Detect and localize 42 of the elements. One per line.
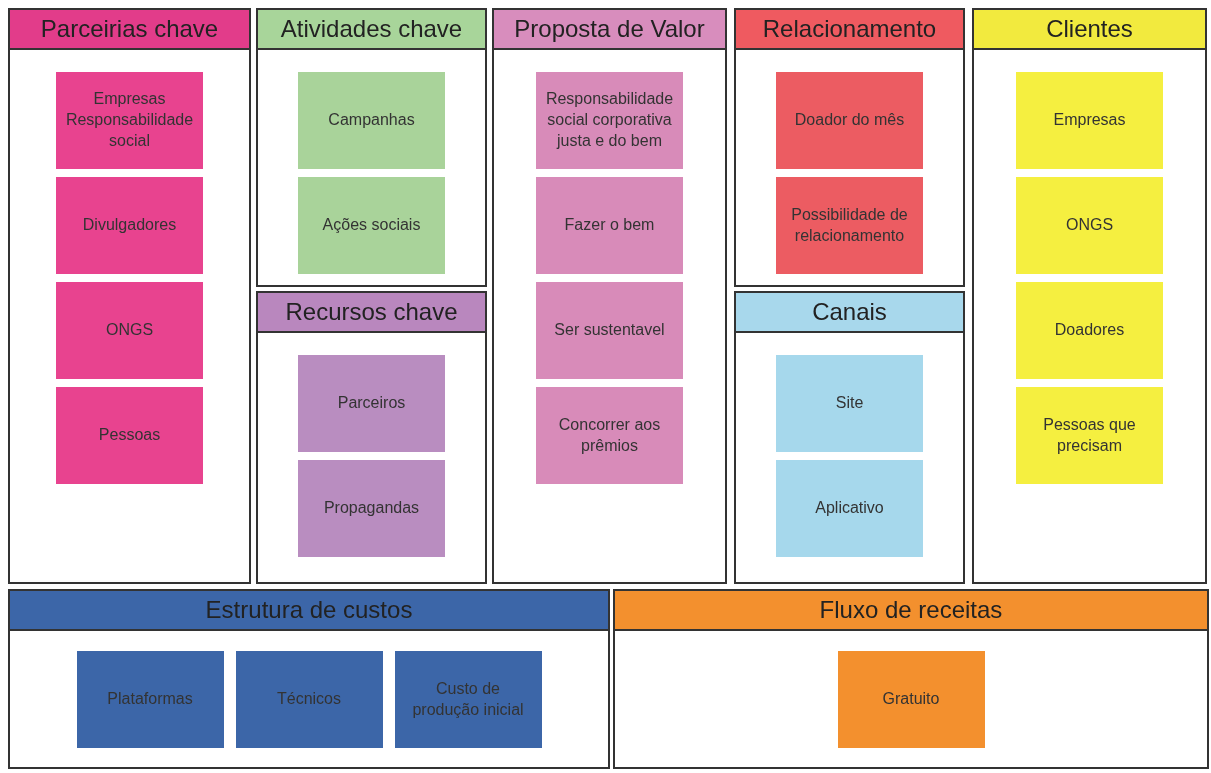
canvas-section: [734, 8, 965, 287]
sticky-note: Pessoas: [56, 387, 203, 484]
section-header: Proposta de Valor: [494, 10, 725, 50]
sticky-note: Empresas Responsabilidade social: [56, 72, 203, 169]
sticky-note: Técnicos: [235, 651, 383, 748]
sticky-note: Fazer o bem: [536, 177, 683, 274]
section-header: Recursos chave: [258, 293, 485, 333]
sticky-note: Ser sustentavel: [536, 282, 683, 379]
canvas-section: [492, 8, 727, 584]
section-header: Clientes: [974, 10, 1205, 50]
section-header: Atividades chave: [258, 10, 485, 50]
sticky-note: ONGS: [1016, 177, 1163, 274]
section-header: Relacionamento: [736, 10, 963, 50]
section-header: Estrutura de custos: [10, 591, 608, 631]
sticky-note: Possibilidade de relacionamento: [776, 177, 923, 274]
sticky-note: ONGS: [56, 282, 203, 379]
sticky-note: Responsabilidade social corporativa justa e do bem: [536, 72, 683, 169]
canvas-section: [8, 8, 251, 584]
sticky-note: Plataformas: [76, 651, 224, 748]
section-header: Canais: [736, 293, 963, 333]
sticky-note: Ações sociais: [298, 177, 445, 274]
sticky-note: Gratuito: [837, 651, 985, 748]
sticky-note: Aplicativo: [776, 460, 923, 557]
canvas-section: [972, 8, 1207, 584]
canvas-section: [256, 291, 487, 584]
sticky-note: Doadores: [1016, 282, 1163, 379]
sticky-note: Site: [776, 355, 923, 452]
sticky-note: Propagandas: [298, 460, 445, 557]
sticky-note: Doador do mês: [776, 72, 923, 169]
sticky-note: Campanhas: [298, 72, 445, 169]
canvas-section: [256, 8, 487, 287]
section-header: Parceirias chave: [10, 10, 249, 50]
sticky-note: Divulgadores: [56, 177, 203, 274]
canvas-section: [8, 589, 610, 769]
canvas-section: [734, 291, 965, 584]
sticky-note: Empresas: [1016, 72, 1163, 169]
canvas-section: [613, 589, 1209, 769]
sticky-note: Parceiros: [298, 355, 445, 452]
section-header: Fluxo de receitas: [615, 591, 1207, 631]
sticky-note: Pessoas que precisam: [1016, 387, 1163, 484]
sticky-note: Concorrer aos prêmios: [536, 387, 683, 484]
sticky-note: Custo de produção inicial: [394, 651, 542, 748]
